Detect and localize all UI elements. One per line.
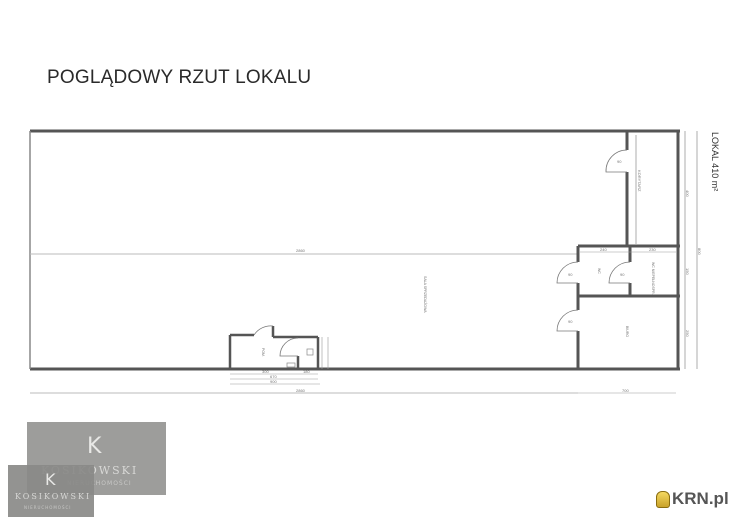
annex-walls [228, 326, 320, 369]
svg-text:700: 700 [622, 388, 629, 393]
dim-top-span: 2860 [296, 248, 306, 253]
svg-text:BIURO: BIURO [625, 326, 629, 337]
krn-logo-text: KRN.pl [672, 489, 729, 508]
svg-text:300: 300 [262, 369, 269, 374]
svg-text:2860: 2860 [296, 388, 306, 393]
svg-text:150: 150 [685, 268, 690, 275]
svg-text:900: 900 [270, 379, 277, 384]
watermark-logo-small: K KOSIKOWSKI NIERUCHOMOŚCI [8, 465, 94, 517]
page-title: POGLĄDOWY RZUT LOKALU [47, 67, 312, 88]
house-key-icon [656, 490, 670, 508]
svg-text:90: 90 [568, 319, 573, 324]
area-label: LOKAL 410 m² [710, 132, 720, 191]
svg-text:90: 90 [620, 272, 625, 277]
svg-text:230: 230 [649, 247, 656, 252]
krn-logo: KRN.pl [656, 489, 729, 509]
svg-text:400: 400 [685, 190, 690, 197]
k-logo-icon: K [87, 434, 102, 459]
svg-text:800: 800 [697, 248, 702, 255]
svg-text:670: 670 [270, 374, 277, 379]
svg-text:90: 90 [568, 272, 573, 277]
k-logo-icon: K [45, 470, 56, 489]
outer-walls [29, 129, 680, 371]
svg-text:POM.: POM. [261, 348, 265, 357]
svg-text:SALA SPRZEDAŻOWA: SALA SPRZEDAŻOWA [423, 276, 428, 313]
svg-text:240: 240 [600, 247, 607, 252]
svg-text:WC: WC [597, 268, 601, 274]
svg-text:90: 90 [617, 159, 622, 164]
corridor-walls [576, 131, 680, 369]
svg-text:180: 180 [303, 369, 310, 374]
svg-text:WC NIEPEŁNOSPR.: WC NIEPEŁNOSPR. [651, 262, 655, 295]
svg-text:KORYTARZ: KORYTARZ [637, 170, 642, 192]
doors [556, 149, 631, 332]
svg-text:250: 250 [685, 330, 690, 337]
